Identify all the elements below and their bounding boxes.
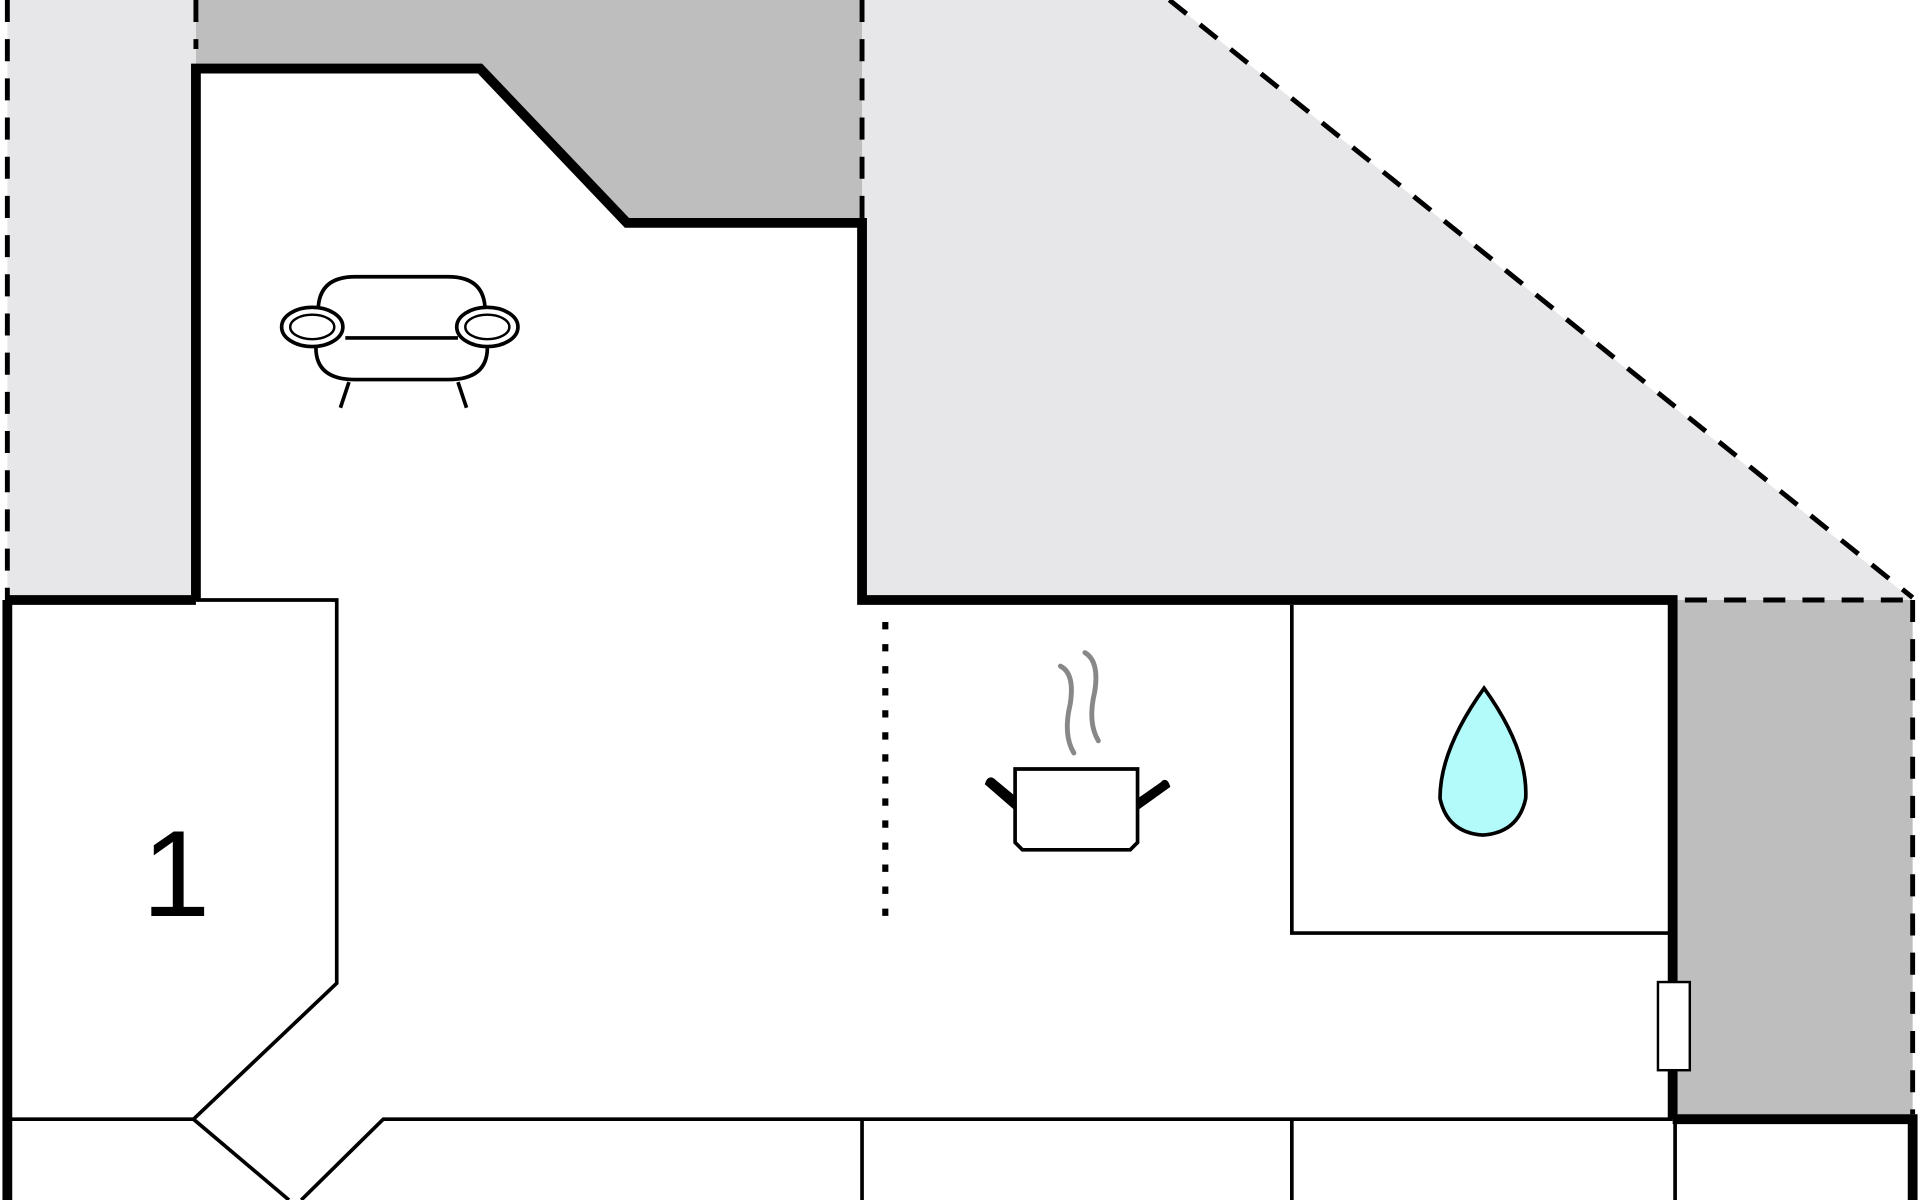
exterior-walls	[2, 63, 1918, 1200]
dashed-boundaries	[4, 0, 1916, 1115]
door-marker	[1656, 980, 1692, 1072]
sofa-icon	[279, 274, 520, 409]
water-drop-icon	[1438, 685, 1528, 837]
cooking-pot-icon	[984, 650, 1171, 852]
exterior-area-left	[7, 0, 196, 600]
interior-walls	[7, 598, 1677, 1200]
exterior-area-top	[195, 0, 863, 223]
room-number: 1	[142, 805, 210, 942]
exterior-area-corner	[1672, 600, 1913, 1120]
exterior-area-right	[862, 0, 1913, 600]
